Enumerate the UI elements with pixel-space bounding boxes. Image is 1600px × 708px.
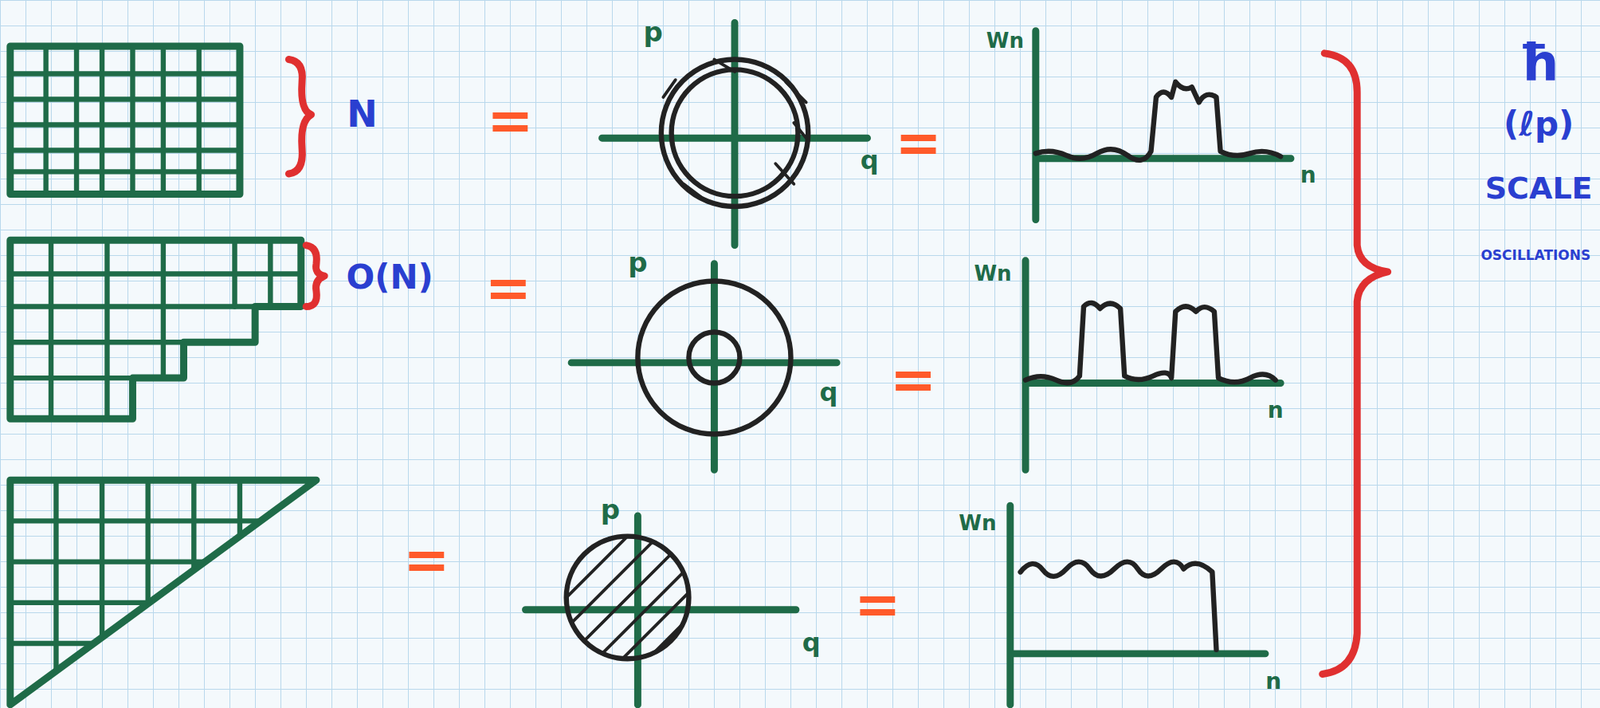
constant-symbol: ħ [1518, 35, 1560, 91]
axis-label: p [643, 17, 663, 48]
young-diagram [10, 46, 240, 195]
scale-label: (ℓp) [1503, 105, 1574, 143]
size-label: O(N) [346, 258, 434, 296]
axis-label: Wn [986, 29, 1024, 53]
axis-label: p [627, 248, 648, 279]
equals-sign: = [890, 349, 938, 411]
axis-label: Wn [958, 510, 997, 534]
axis-label: n [1265, 669, 1282, 695]
axis-label: n [1300, 163, 1317, 189]
note-label: OSCILLATIONS [1480, 247, 1591, 263]
young-diagram [10, 479, 317, 705]
axis-label: n [1267, 397, 1284, 423]
axis-label: p [600, 495, 620, 526]
young-diagram [10, 239, 302, 419]
axis-label: q [860, 147, 879, 176]
equals-sign: = [854, 573, 902, 636]
scale-label: SCALE [1485, 172, 1593, 206]
equals-sign: = [403, 528, 451, 590]
equals-sign: = [894, 112, 942, 174]
axis-label: Wn [973, 262, 1012, 286]
size-label: N [346, 94, 378, 135]
axis-label: q [819, 378, 838, 407]
equals-sign: = [484, 257, 532, 319]
equals-sign: = [486, 90, 534, 152]
axis-label: q [802, 628, 821, 657]
